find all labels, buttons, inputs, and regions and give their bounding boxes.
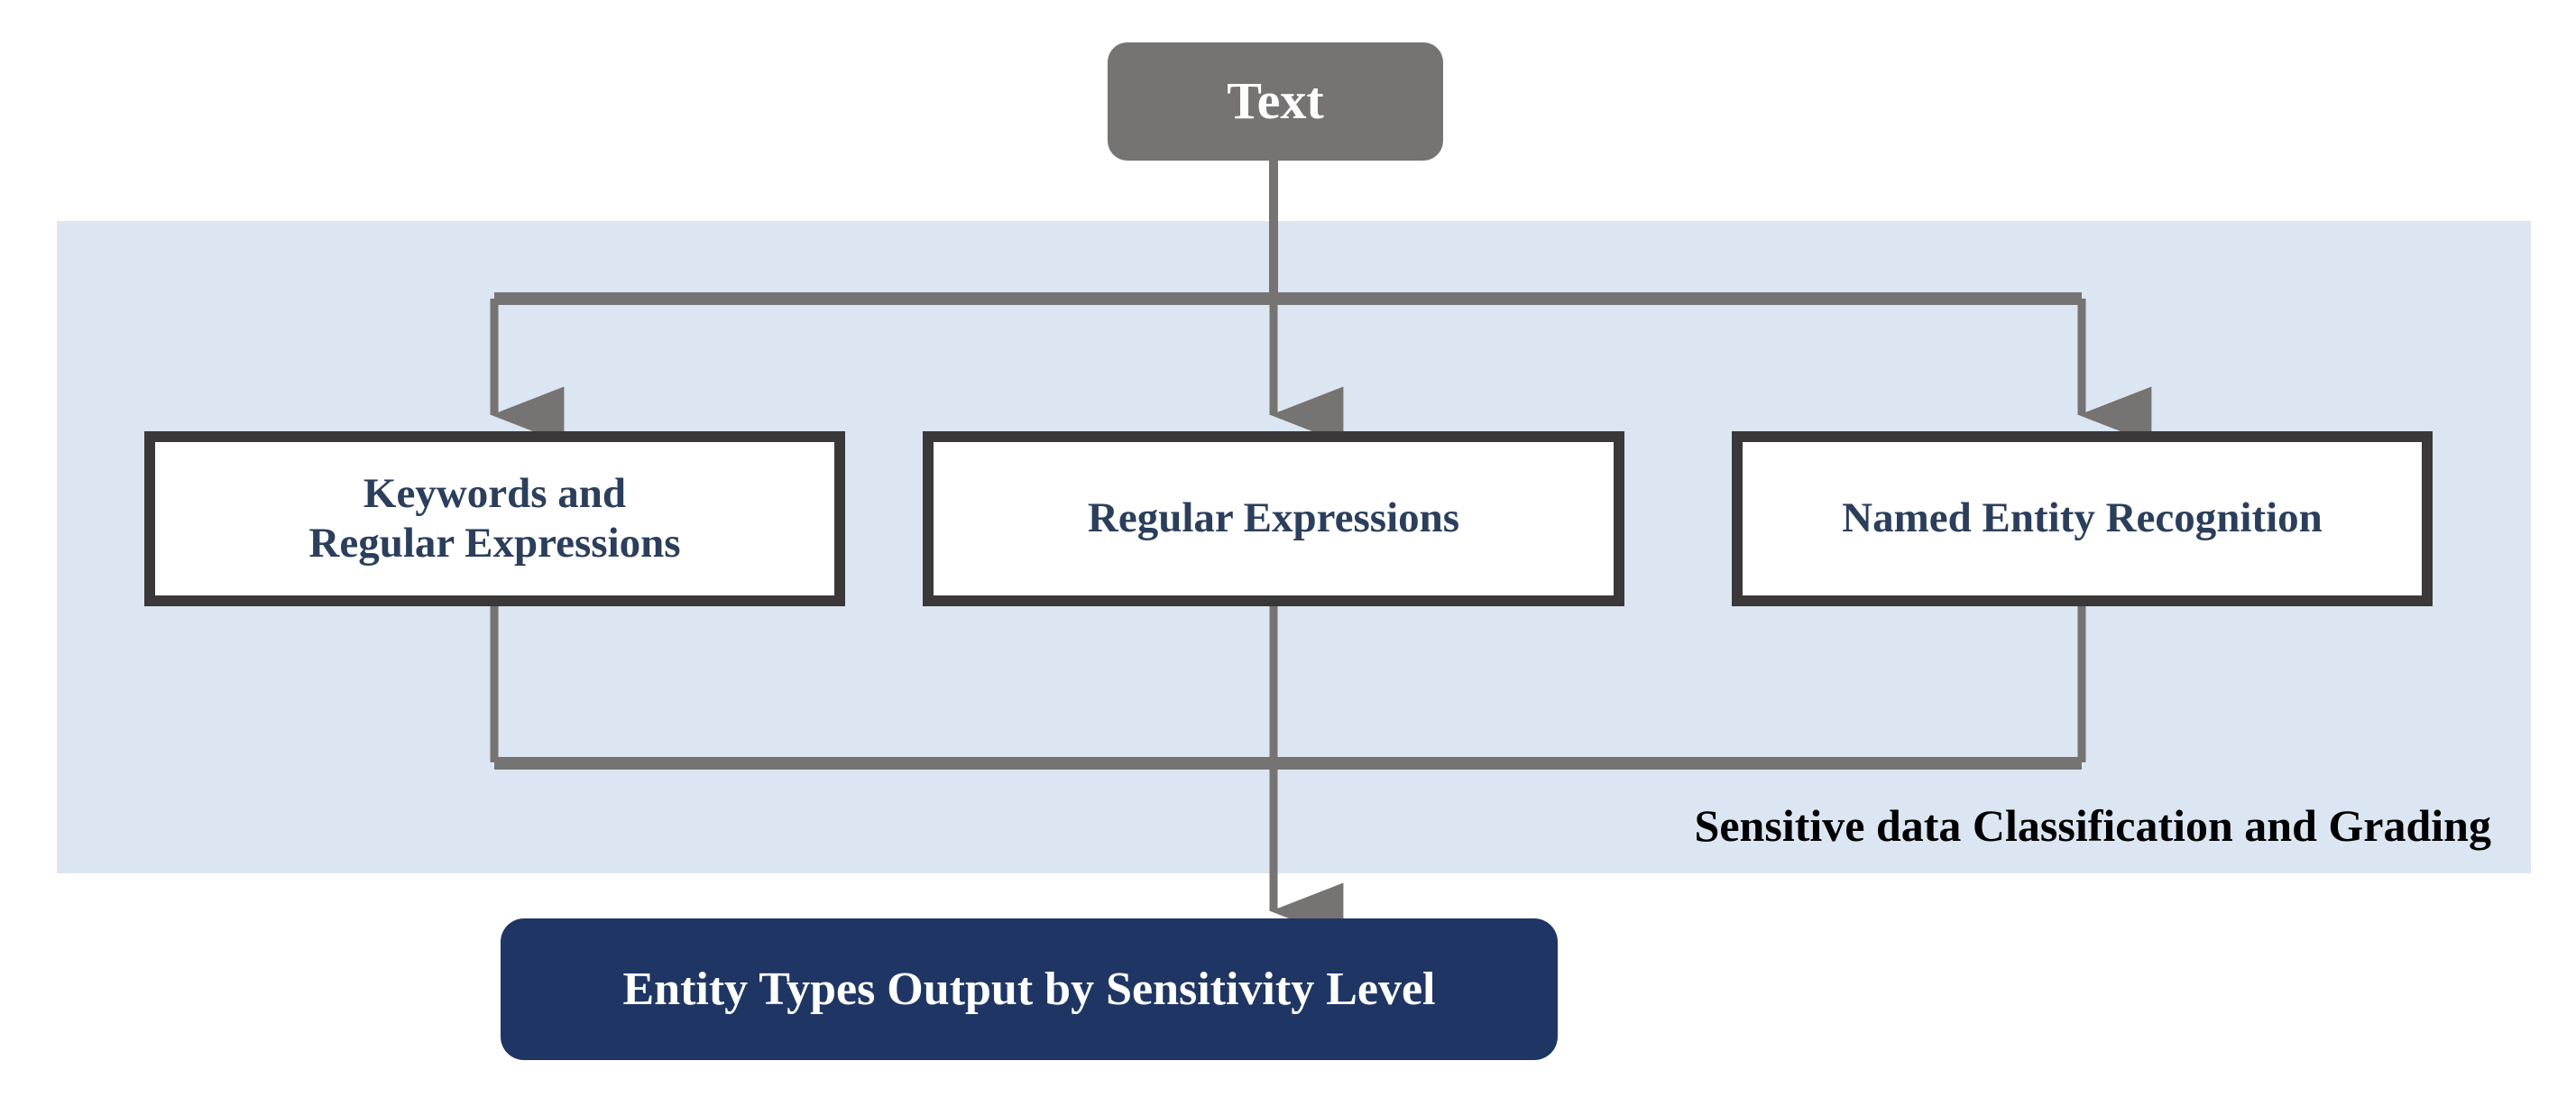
output-node-entity-types[interactable]: Entity Types Output by Sensitivity Level <box>501 918 1558 1060</box>
method-box-keywords-and-regular-expressions[interactable]: Keywords and Regular Expressions <box>144 431 845 606</box>
method-label-line1: Keywords and <box>363 469 627 517</box>
method-label-group: Named Entity Recognition <box>1829 494 2335 543</box>
method-box-regular-expressions[interactable]: Regular Expressions <box>923 431 1624 606</box>
method-label-line2: Regular Expressions <box>308 520 681 567</box>
method-label-line1: Named Entity Recognition <box>1842 494 2323 542</box>
input-node-text[interactable]: Text <box>1108 42 1443 161</box>
method-label-group: Regular Expressions <box>1075 494 1472 543</box>
method-label-line1: Regular Expressions <box>1087 494 1460 542</box>
method-label-group: Keywords and Regular Expressions <box>296 469 693 569</box>
method-box-named-entity-recognition[interactable]: Named Entity Recognition <box>1732 431 2433 606</box>
panel-caption: Sensitive data Classification and Gradin… <box>1694 800 2491 851</box>
